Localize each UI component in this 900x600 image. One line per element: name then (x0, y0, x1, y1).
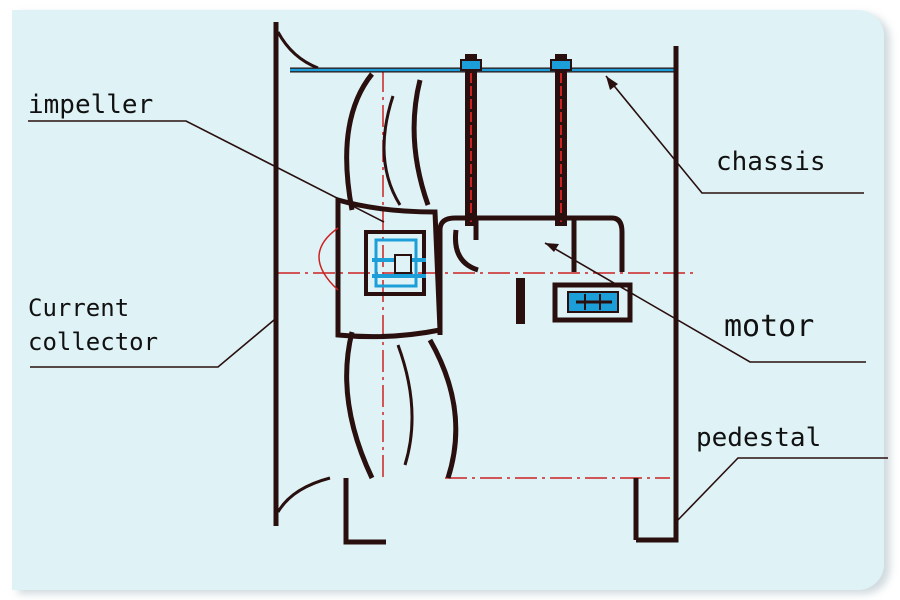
impeller-blades (344, 72, 459, 480)
pedestal-leader (675, 457, 888, 523)
diagram-panel (12, 10, 884, 590)
pedestal-left-leg (343, 478, 386, 545)
collector-top-flare (276, 31, 319, 70)
motor-leader (544, 242, 866, 363)
impeller-leader (28, 120, 385, 223)
chassis-frame (636, 46, 679, 543)
impeller-label: impeller (28, 90, 153, 120)
motor-label: motor (724, 309, 814, 344)
motor-terminal-box (552, 282, 633, 323)
chassis-leader (605, 75, 864, 194)
current-collector (273, 22, 331, 526)
center-lines (278, 70, 695, 480)
pedestal-label: pedestal (696, 423, 821, 453)
motor-shaft-mark (516, 278, 525, 324)
impeller-hub (318, 196, 443, 340)
collector-bottom-flare (276, 476, 331, 513)
hub-insert (364, 230, 426, 296)
impeller-blade-inner (411, 79, 431, 206)
chassis-label: chassis (716, 147, 826, 177)
motor-body (437, 215, 625, 335)
current-collector-label-line1: Current (28, 294, 129, 322)
motor-support-rods (460, 54, 572, 226)
pedestal (343, 478, 639, 545)
leader-arrowheads (545, 76, 618, 252)
leader-lines (28, 75, 888, 523)
current-collector-label-line2: collector (28, 328, 158, 356)
current-collector-leader (30, 319, 275, 368)
impeller-blade-outer (344, 72, 374, 211)
